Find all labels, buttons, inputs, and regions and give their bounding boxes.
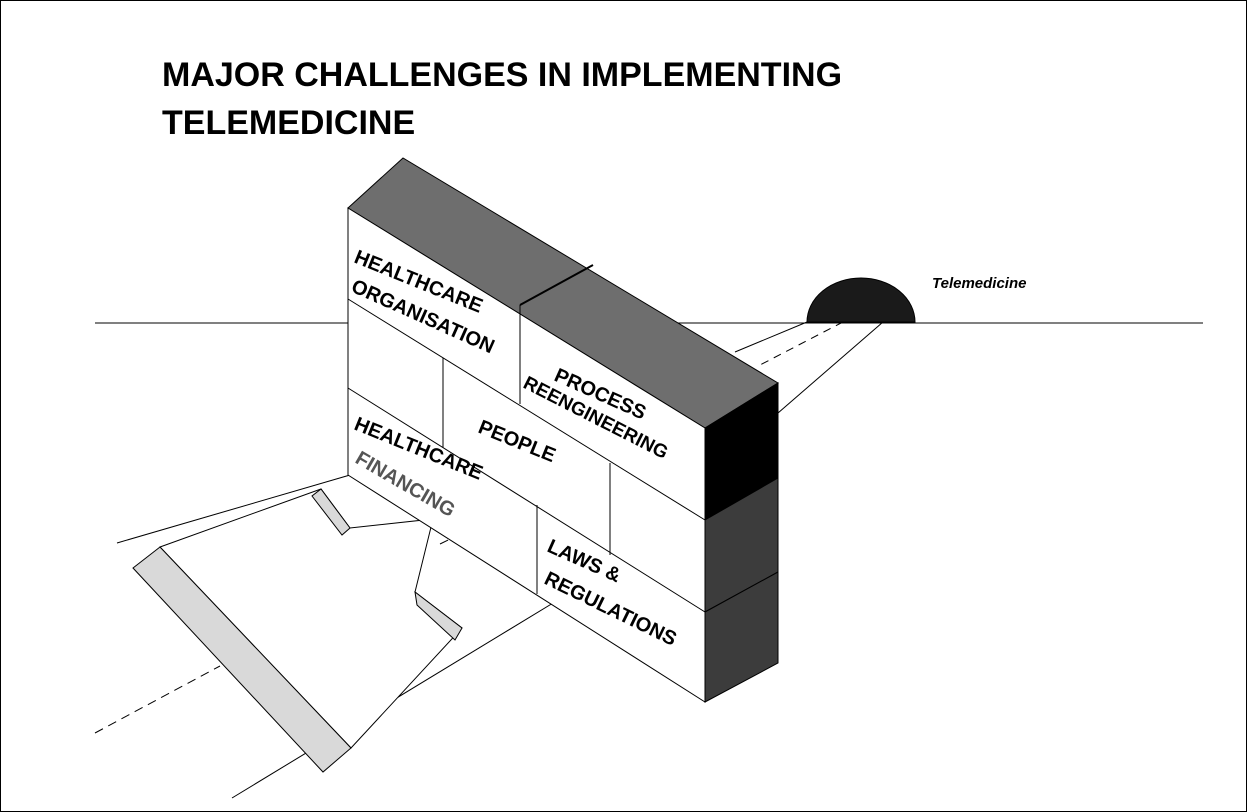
arrow-left-edge [132,546,352,773]
wall-course-line-2 [347,387,706,613]
slide-title-line-1: MAJOR CHALLENGES IN IMPLEMENTING [162,56,843,94]
wall-top-seam [519,264,594,306]
slide-title-line-2: TELEMEDICINE [162,103,416,142]
sun-ray-lower [777,321,884,414]
ground-line-upper [116,474,351,544]
wall-course-line-1 [347,298,706,521]
slide-title: MAJOR CHALLENGES IN IMPLEMENTING TELEMED… [162,52,842,147]
sun-ray-upper [734,321,808,353]
sun-ray-dashed [759,321,844,366]
dashed-ray-left [94,665,221,734]
arrow-upper-notch [311,488,351,536]
arrow-lower-notch [414,590,463,641]
wall-front-face [347,207,706,703]
telemedicine-sun-icon [806,277,916,323]
telemedicine-label: Telemedicine [932,275,1026,292]
